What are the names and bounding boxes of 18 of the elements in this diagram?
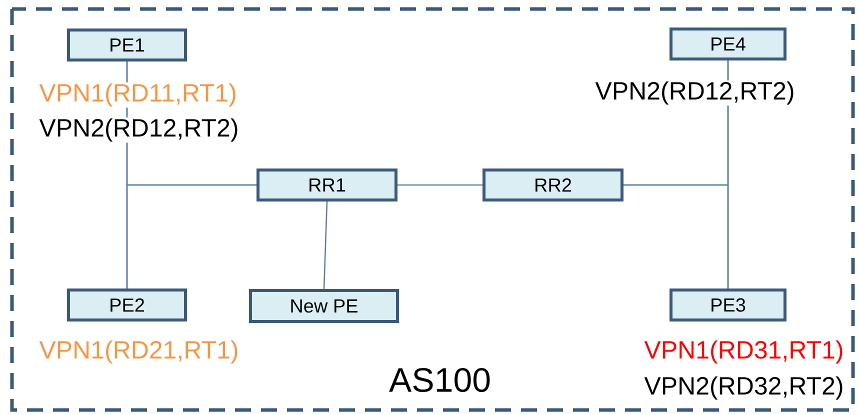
link-line	[323, 201, 328, 290]
vpn-label: VPN1(RD31,RT1)	[643, 339, 845, 365]
vpn-label: VPN2(RD12,RT2)	[594, 80, 796, 106]
vpn-label: VPN1(RD21,RT1)	[38, 339, 240, 365]
link-line	[398, 184, 482, 186]
router-box: RR1	[256, 168, 398, 202]
vpn-label: VPN2(RD12,RT2)	[38, 117, 240, 143]
router-box: PE4	[670, 28, 786, 60]
router-box: RR2	[482, 168, 624, 202]
router-box: New PE	[249, 289, 399, 323]
router-box: PE1	[67, 28, 187, 62]
vpn-label: VPN2(RD32,RT2)	[643, 375, 845, 401]
router-box: PE3	[670, 288, 786, 322]
router-box: PE2	[67, 288, 187, 322]
as-label: AS100	[389, 368, 490, 392]
vpn-label: VPN1(RD11,RT1)	[38, 82, 238, 108]
link-line	[624, 184, 729, 288]
link-line	[126, 184, 256, 288]
